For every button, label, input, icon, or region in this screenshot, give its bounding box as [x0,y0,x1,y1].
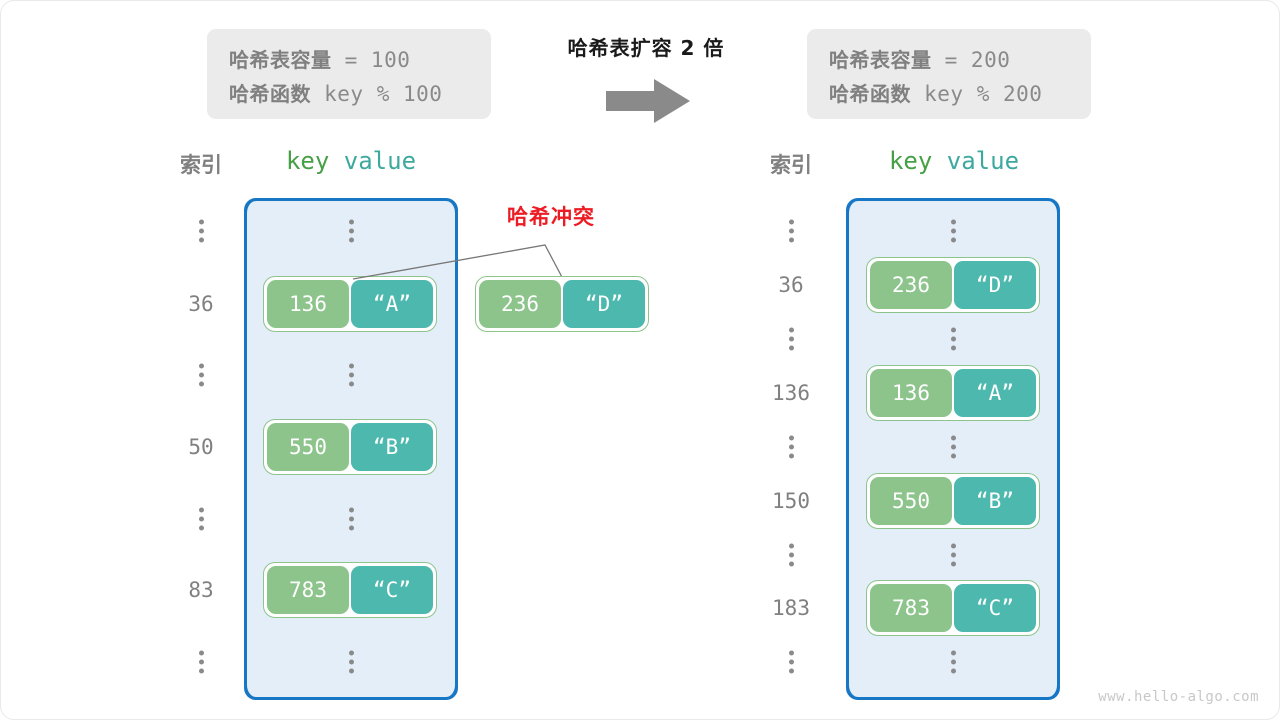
function-line-before: 哈希函数 key % 100 [229,77,469,111]
ellipsis-icon [918,540,988,571]
capacity-line-before: 哈希表容量 = 100 [229,43,469,77]
key-value-entry: 783“C” [866,580,1040,636]
entry-value: “D” [563,280,645,328]
key-value-entry: 236“D” [866,257,1040,313]
entry-key: 550 [267,423,349,471]
key-value-entry: 550“B” [263,419,437,475]
function-expr: key % 200 [911,82,1043,106]
transform-title: 哈希表扩容 2 倍 [567,36,725,60]
entry-value: “B” [351,423,433,471]
key-value-entry: 783“C” [263,562,437,618]
header-key-label: key [888,147,933,175]
ellipsis-icon [918,324,988,355]
index-label: 183 [772,596,810,620]
watermark: www.hello-algo.com [1098,689,1259,705]
ellipsis-icon [316,504,386,535]
function-label: 哈希函数 [229,82,311,106]
function-line-after: 哈希函数 key % 200 [829,77,1069,111]
index-label: 50 [188,435,214,459]
ellipsis-icon [166,360,236,391]
entry-value: “B” [954,477,1036,525]
index-label: 136 [772,381,810,405]
ellipsis-icon [166,647,236,678]
header-index-left: 索引 [180,153,222,177]
entry-key: 236 [479,280,561,328]
entry-key: 783 [870,584,952,632]
entry-key: 550 [870,477,952,525]
entry-key: 136 [870,369,952,417]
header-index-right: 索引 [770,153,812,177]
info-box-before: 哈希表容量 = 100 哈希函数 key % 100 [207,29,491,119]
ellipsis-icon [756,216,826,247]
right-arrow-icon [606,79,690,123]
ellipsis-icon [316,647,386,678]
header-value-label: value [946,147,1020,175]
entry-key: 783 [267,566,349,614]
key-value-entry: 136“A” [263,276,437,332]
header-key-value-left: key value [263,147,439,175]
header-key-label: key [285,147,330,175]
header-key-value-right: key value [866,147,1042,175]
entry-key: 236 [870,261,952,309]
ellipsis-icon [316,360,386,391]
key-value-entry: 136“A” [866,365,1040,421]
entry-value: “C” [351,566,433,614]
index-label: 83 [188,578,214,602]
function-label: 哈希函数 [829,82,911,106]
key-value-entry: 550“B” [866,473,1040,529]
collision-label: 哈希冲突 [507,205,595,229]
index-label: 150 [772,489,810,513]
ellipsis-icon [918,432,988,463]
capacity-line-after: 哈希表容量 = 200 [829,43,1069,77]
ellipsis-icon [756,647,826,678]
collision-leader-lines [352,244,564,280]
entry-value: “A” [954,369,1036,417]
info-box-after: 哈希表容量 = 200 哈希函数 key % 200 [807,29,1091,119]
ellipsis-icon [756,540,826,571]
key-value-entry: 236“D” [475,276,649,332]
capacity-expr: = 100 [331,48,411,72]
entry-value: “C” [954,584,1036,632]
entry-key: 136 [267,280,349,328]
capacity-label: 哈希表容量 [229,48,332,72]
index-label: 36 [778,273,804,297]
header-value-label: value [343,147,417,175]
capacity-expr: = 200 [931,48,1011,72]
entry-value: “A” [351,280,433,328]
ellipsis-icon [166,216,236,247]
ellipsis-icon [918,647,988,678]
capacity-label: 哈希表容量 [829,48,932,72]
index-label: 36 [188,292,214,316]
ellipsis-icon [166,504,236,535]
ellipsis-icon [756,324,826,355]
entry-value: “D” [954,261,1036,309]
ellipsis-icon [316,216,386,247]
ellipsis-icon [756,432,826,463]
ellipsis-icon [918,216,988,247]
function-expr: key % 100 [311,82,443,106]
